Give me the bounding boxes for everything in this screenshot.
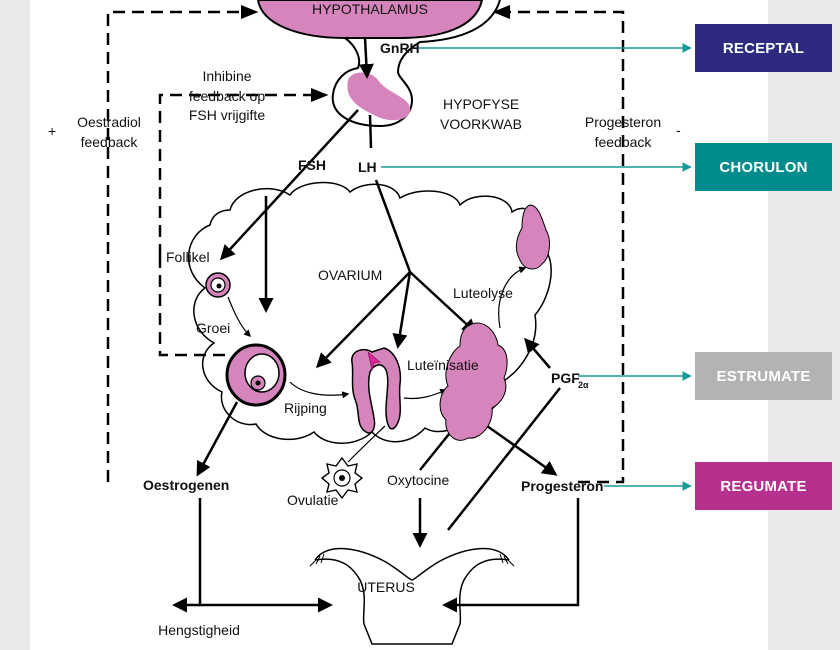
corpus-luteum <box>439 322 508 441</box>
receptal-button[interactable]: RECEPTAL <box>695 24 832 72</box>
label-inhibine-1: Inhibine <box>202 68 251 84</box>
label-follikel: Follikel <box>166 249 210 265</box>
label-uterus: UTERUS <box>357 579 415 595</box>
label-oxytocine: Oxytocine <box>387 472 449 488</box>
label-luteolyse: Luteolyse <box>453 285 513 301</box>
label-ovarium: OVARIUM <box>318 267 382 283</box>
label-minus-sign: - <box>676 122 681 138</box>
label-groei: Groei <box>196 320 230 336</box>
label-oestradiol-2: feedback <box>81 134 139 150</box>
label-fsh: FSH <box>298 157 326 173</box>
cycle-curves <box>227 266 527 463</box>
uterus-fringe-left <box>309 553 325 567</box>
ovulated-egg <box>320 456 364 500</box>
ruptured-follicle <box>351 347 402 434</box>
label-rijping: Rijping <box>284 400 327 416</box>
follicle-small <box>205 272 231 298</box>
label-lh: LH <box>358 159 377 175</box>
label-inhibine-3: FSH vrijgifte <box>189 107 265 123</box>
hypothalamus-shape <box>256 0 484 39</box>
label-hengstigheid: Hengstigheid <box>158 622 240 638</box>
corpus-albicans <box>515 204 550 270</box>
estrumate-button[interactable]: ESTRUMATE <box>695 352 832 400</box>
label-hypothalamus: HYPOTHALAMUS <box>312 1 428 17</box>
hormone-arrows <box>172 37 580 613</box>
label-gnrh: GnRH <box>380 40 420 56</box>
label-inhibine-2: feedback op <box>189 88 265 104</box>
chorulon-button[interactable]: CHORULON <box>695 143 832 191</box>
uterus-shape <box>314 547 510 645</box>
label-ovulatie: Ovulatie <box>287 492 339 508</box>
label-oestradiol-1: Oestradiol <box>77 114 141 130</box>
label-oestrogenen: Oestrogenen <box>143 477 229 493</box>
label-progesteron-feedback-2: feedback <box>595 134 653 150</box>
label-progesteron: Progesteron <box>521 478 603 494</box>
feedback-loops <box>106 5 625 484</box>
pituitary-lobe <box>347 72 411 121</box>
uterus-fringe-right <box>499 553 515 567</box>
label-plus-sign: + <box>48 123 56 139</box>
cursor-marker <box>367 351 381 371</box>
label-hypofyse-1: HYPOFYSE <box>443 96 519 112</box>
label-pgf-subscript: 2α <box>578 380 589 390</box>
label-progesteron-feedback-1: Progesteron <box>585 114 661 130</box>
label-luteinisatie: Luteïnisatie <box>407 357 479 373</box>
label-hypofyse-2: VOORKWAB <box>440 116 522 132</box>
product-pointers <box>381 43 692 491</box>
label-pgf: PGF <box>551 370 580 386</box>
regumate-button[interactable]: REGUMATE <box>695 462 832 510</box>
follicle-large <box>225 343 287 407</box>
